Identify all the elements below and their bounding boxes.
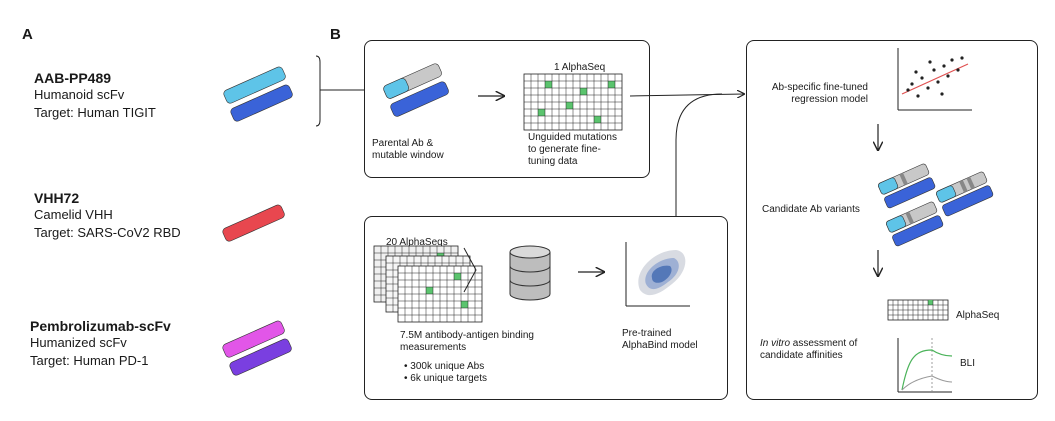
regression-plot-icon — [897, 48, 972, 111]
tigit-scfv-icon — [223, 66, 293, 122]
parental-label-line: Parental Ab & — [372, 138, 434, 149]
antibody-target: Target: Human PD-1 — [30, 353, 149, 368]
density-plot-icon — [625, 242, 690, 307]
regression-line: Ab-specific fine-tuned — [771, 82, 868, 93]
regression-label: Ab-specific fine-tuned regression model — [758, 82, 868, 106]
pretrained-line: Pre-trained — [622, 328, 672, 339]
unguided-line: to generate fine- — [528, 144, 601, 155]
invitro-italic: In vitro — [760, 338, 791, 349]
pretrained-line: AlphaBind model — [622, 340, 698, 351]
parental-label: Parental Ab & mutable window — [372, 138, 444, 162]
antibody-target: Target: Human TIGIT — [34, 105, 156, 120]
invitro-line: In vitro assessment of — [760, 338, 857, 350]
bullet-text: 300k unique Abs — [410, 361, 485, 372]
bli-label: BLI — [960, 358, 976, 369]
antibody-entry-2: VHH72 Camelid VHH Target: SARS-CoV2 RBD — [34, 190, 181, 242]
candidates-label: Candidate Ab variants — [762, 204, 860, 215]
invitro-rest: assessment of — [790, 338, 858, 349]
stack-title: 20 AlphaSeqs — [386, 237, 448, 248]
antibody-entry-1: AAB-PP489 Humanoid scFv Target: Human TI… — [34, 70, 156, 122]
antibody-entry-3: Pembrolizumab-scFv Humanized scFv Target… — [30, 318, 171, 370]
invitro-label: In vitro assessment of candidate affinit… — [760, 338, 857, 362]
unguided-line: Unguided mutations — [528, 132, 617, 143]
antibody-target: Target: SARS-CoV2 RBD — [34, 225, 181, 240]
chevron-icon — [463, 247, 477, 293]
alphaseq-grid — [523, 73, 623, 131]
candidate-variant-icon — [886, 201, 944, 247]
pretrained-label: Pre-trained AlphaBind model — [622, 328, 698, 352]
grid-title: 1 AlphaSeq — [554, 62, 606, 73]
measurements-line: measurements — [400, 342, 467, 353]
bullet-item: • 6k unique targets — [404, 373, 487, 384]
unguided-label: Unguided mutations to generate fine- tun… — [528, 132, 617, 168]
antibody-name: Pembrolizumab-scFv — [30, 318, 171, 334]
invitro-line: candidate affinities — [760, 350, 843, 361]
parental-label-line: mutable window — [372, 150, 444, 161]
candidate-variant-icon — [936, 171, 994, 217]
vhh-icon — [222, 204, 285, 242]
parental-ab-icon — [383, 63, 449, 117]
connector-arrow — [629, 94, 744, 96]
panel-b-label: B — [330, 26, 341, 43]
alphaseq-label: AlphaSeq — [956, 310, 1000, 321]
antibody-name: VHH72 — [34, 190, 80, 206]
antibody-type: Camelid VHH — [34, 207, 113, 222]
measurements-line: 7.5M antibody-antigen binding — [400, 330, 534, 341]
panel-a-label: A — [22, 26, 33, 43]
alphaseq-small-grid — [887, 299, 949, 321]
antibody-name: AAB-PP489 — [34, 70, 112, 86]
antibody-type: Humanized scFv — [30, 335, 127, 350]
antibody-type: Humanoid scFv — [34, 87, 125, 102]
unguided-line: tuning data — [528, 156, 578, 167]
bullet-text: 6k unique targets — [410, 373, 487, 384]
database-icon — [509, 245, 551, 301]
candidate-variant-icon — [878, 163, 936, 209]
bracket — [315, 55, 321, 127]
bullet-list: • 300k unique Abs • 6k unique targets — [404, 361, 487, 385]
bli-plot-icon — [897, 338, 953, 393]
bullet-item: • 300k unique Abs — [404, 361, 485, 372]
alphaseq-stack — [373, 245, 483, 323]
measurements-label: 7.5M antibody-antigen binding measuremen… — [400, 330, 534, 354]
pembrolizumab-scfv-icon — [222, 320, 292, 376]
regression-line: regression model — [791, 94, 868, 105]
connector-curve — [675, 93, 723, 216]
